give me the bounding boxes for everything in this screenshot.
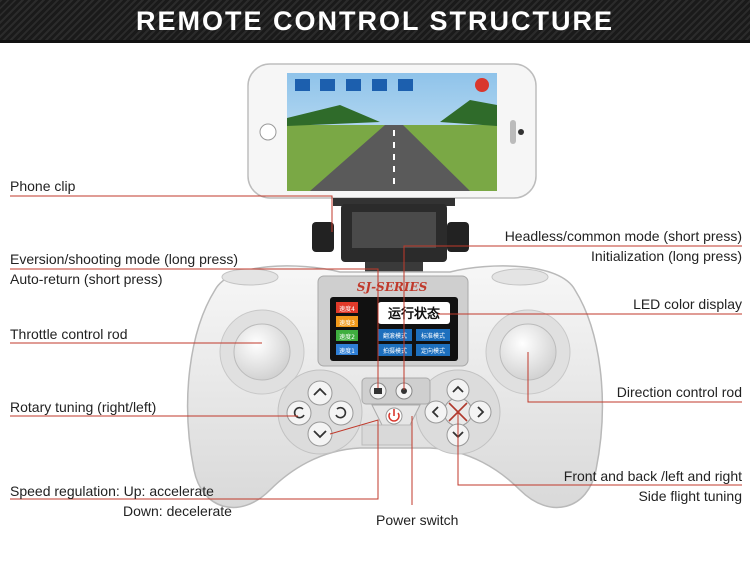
label-auto-return: Auto-return (short press)	[10, 271, 163, 287]
rotate-left-icon	[286, 400, 312, 426]
speed-level-3: 速度3	[339, 319, 355, 327]
leader-front-back	[457, 412, 742, 486]
mode-standard: 标准模式	[421, 332, 445, 340]
phone-screen	[287, 73, 497, 191]
label-eversion: Eversion/shooting mode (long press)	[10, 251, 239, 267]
rotate-right-icon	[328, 400, 354, 426]
label-front-back: Front and back /left and right	[563, 468, 742, 484]
mode-headless: 定向模式	[421, 347, 445, 355]
chevron-down-icon	[307, 421, 333, 447]
leader-direction	[527, 352, 742, 403]
phone	[247, 63, 537, 199]
label-direction: Direction control rod	[616, 384, 742, 400]
speed-level-1: 速度1	[339, 347, 355, 355]
label-side-flight: Side flight tuning	[638, 488, 742, 504]
leader-headless	[403, 245, 742, 390]
label-speed: Speed regulation: Up: accelerate	[10, 483, 214, 499]
label-led: LED color display	[633, 296, 742, 312]
label-power: Power switch	[376, 512, 459, 528]
title-banner: REMOTE CONTROL STRUCTURE	[0, 0, 750, 43]
chevron-up-icon	[307, 380, 333, 406]
speed-level-2: 速度2	[339, 333, 355, 341]
throttle-stick	[219, 309, 305, 395]
leader-phone-clip	[10, 195, 333, 232]
left-button-cluster	[277, 369, 363, 455]
label-speed-down: Down: decelerate	[123, 503, 232, 519]
leader-speed	[10, 419, 379, 500]
mode-shoot: 拍摄模式	[383, 347, 407, 355]
page-title: REMOTE CONTROL STRUCTURE	[136, 6, 614, 36]
home-button-icon	[259, 123, 277, 141]
mode-roll: 翻滚模式	[383, 332, 407, 340]
label-throttle: Throttle control rod	[10, 326, 128, 342]
phone-clip	[312, 198, 469, 274]
label-rotary: Rotary tuning (right/left)	[10, 399, 157, 415]
speed-level-4: 速度4	[339, 305, 355, 313]
center-buttons	[361, 377, 431, 446]
leader-lines	[10, 195, 742, 505]
label-phone-clip: Phone clip	[10, 178, 76, 194]
leader-eversion	[10, 268, 379, 388]
status-title: 运行状态	[388, 306, 440, 322]
label-headless: Headless/common mode (short press)	[504, 228, 742, 244]
label-initialization: Initialization (long press)	[591, 248, 742, 264]
display-panel: SJ-SERIES 速度4 速度3 速度2 速度1 运行状态 翻滚模式 标准模式…	[317, 275, 469, 367]
brand-logo: SJ-SERIES	[357, 280, 428, 294]
